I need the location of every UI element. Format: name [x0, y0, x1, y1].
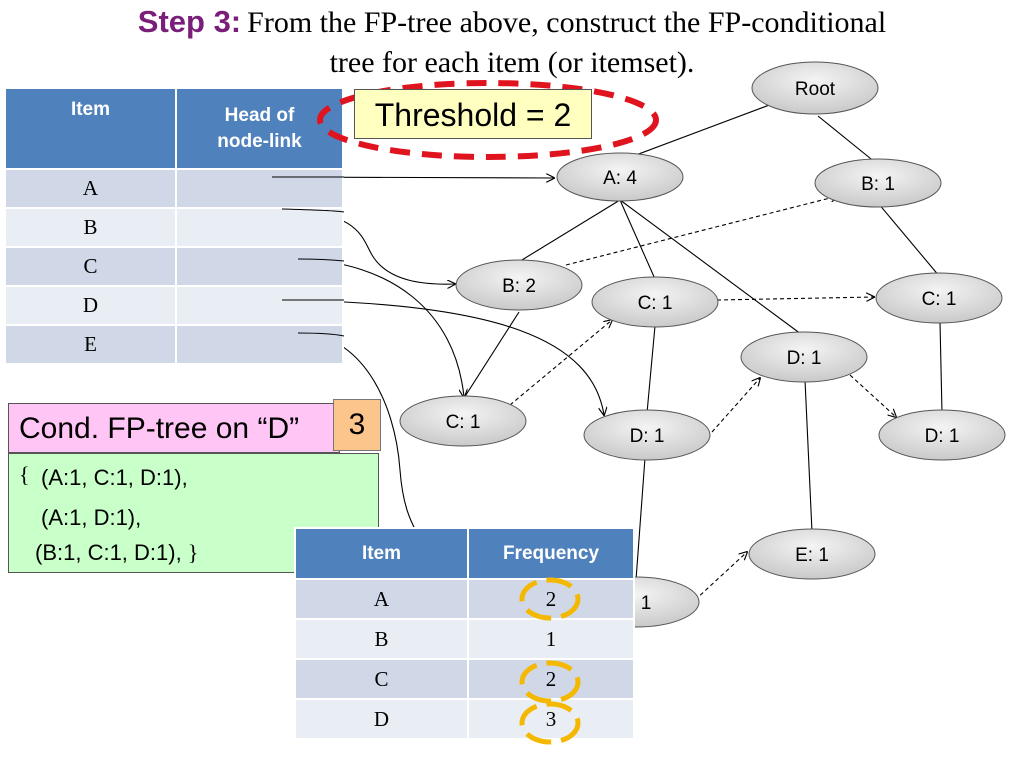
threshold-box: Threshold = 2 — [354, 89, 592, 139]
node-b2 — [455, 259, 583, 311]
freq-col-item: Item — [294, 527, 469, 580]
freq-item: A — [294, 578, 469, 620]
cond-fp-tree-title: Cond. FP-tree on “D” — [8, 403, 340, 453]
node-d1-mid-label: D: 1 — [630, 426, 665, 447]
edge-b2-c1 — [463, 311, 520, 399]
freq-col-frequency: Frequency — [467, 527, 635, 580]
tree-edges — [463, 100, 943, 581]
node-d1-mid — [583, 409, 711, 461]
edge-c1-d1 — [646, 325, 656, 414]
freq-value: 3 — [467, 698, 635, 740]
edge-a4-b2 — [516, 199, 621, 264]
link-b2-b1 — [565, 196, 838, 266]
title-line-2: tree for each item (or itemset). — [329, 46, 695, 79]
title-line-1: From the FP-tree above, construct the FP… — [247, 6, 887, 39]
freq-item: D — [294, 698, 469, 740]
link-c1-c1 — [716, 297, 874, 300]
node-root — [751, 61, 879, 115]
slide-title: Step 3:From the FP-tree above, construct… — [0, 2, 1024, 83]
node-d1-right-label: D: 1 — [925, 426, 960, 447]
count-badge: 3 — [333, 399, 381, 451]
node-d1-right — [878, 409, 1006, 461]
header-row-item: D — [4, 285, 177, 326]
pointer-d — [281, 299, 604, 415]
node-link-cell — [175, 207, 344, 248]
node-links — [509, 196, 896, 601]
cond-pattern-1: (A:1, C:1, D:1), — [41, 465, 188, 490]
edge-c1-d1-right — [939, 321, 943, 414]
edge-root-a4 — [619, 100, 781, 162]
cond-pattern-3: (B:1, C:1, D:1), — [35, 540, 182, 565]
close-brace: } — [187, 540, 199, 565]
node-e1-lower-label: E: 1 — [795, 545, 829, 566]
node-c1-left-label: C: 1 — [446, 412, 481, 433]
link-d1-d1-right — [849, 374, 896, 417]
edge-b1-c1 — [877, 202, 941, 278]
node-labels: Root A: 4 B: 1 B: 2 C: 1 C: 1 C: 1 D: 1 … — [446, 79, 960, 614]
freq-value: 1 — [467, 618, 635, 660]
header-table: Item Head of node-link A B C D E — [4, 87, 344, 365]
header-row-item: B — [4, 207, 177, 248]
header-row-item: A — [4, 168, 177, 209]
node-c1-right — [875, 272, 1003, 324]
node-link-cell — [175, 324, 344, 365]
freq-value: 2 — [467, 578, 635, 620]
tree-nodes — [399, 61, 1006, 628]
node-c1-mid-label: C: 1 — [638, 293, 673, 314]
node-b2-label: B: 2 — [502, 276, 536, 297]
header-row-item: C — [4, 246, 177, 287]
node-link-cell — [175, 168, 344, 209]
header-col-item: Item — [4, 87, 177, 170]
node-partial-label: 1 — [641, 593, 652, 614]
node-e1-lower — [748, 528, 876, 580]
node-d1-upper-label: D: 1 — [787, 348, 822, 369]
edge-a4-c1 — [619, 199, 656, 280]
link-e1 — [694, 552, 747, 601]
freq-value: 2 — [467, 658, 635, 700]
node-link-cell — [175, 246, 344, 287]
step-label: Step 3: — [137, 4, 242, 39]
node-link-cell — [175, 285, 344, 326]
header-col-node-link: Head of node-link — [175, 87, 344, 170]
freq-item: B — [294, 618, 469, 660]
freq-item: C — [294, 658, 469, 700]
node-a4-label: A: 4 — [603, 168, 637, 189]
edge-root-b1 — [817, 115, 877, 164]
node-c1-mid — [591, 276, 719, 328]
node-d1-upper — [740, 331, 868, 383]
open-brace: { — [19, 462, 30, 487]
edge-d1-lower — [635, 457, 646, 581]
node-b1-right-label: B: 1 — [861, 174, 895, 195]
node-root-label: Root — [795, 79, 836, 100]
node-c1-right-label: C: 1 — [922, 289, 957, 310]
node-c1-left — [399, 395, 527, 447]
edge-d1-e1 — [804, 379, 813, 533]
link-c1-c1-mid — [509, 320, 612, 406]
node-b1-right — [814, 158, 942, 208]
header-row-item: E — [4, 324, 177, 365]
cond-pattern-2: (A:1, D:1), — [41, 505, 142, 530]
edge-a4-d1 — [619, 199, 806, 338]
link-d1-d1 — [711, 378, 760, 433]
